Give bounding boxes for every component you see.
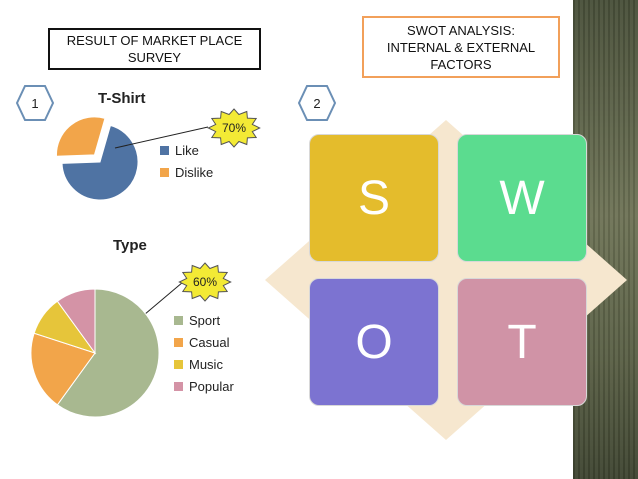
tshirt-legend-swatch [160, 145, 169, 155]
swot-title-line-1: SWOT ANALYSIS: [407, 22, 515, 38]
swot-title-line-2: INTERNAL & EXTERNAL [386, 39, 536, 55]
type-legend-item-popular: Popular [174, 375, 234, 397]
tshirt-legend-swatch [160, 167, 169, 177]
swot-opportunities-cell: O [309, 278, 439, 406]
tshirt-legend-label: Like [175, 142, 199, 158]
callout-burst-70: 70% [207, 108, 261, 148]
tshirt-legend-item-dislike: Dislike [160, 161, 213, 183]
swot-strengths-cell: S [309, 134, 439, 262]
swot-threats-cell: T [457, 278, 587, 406]
badge-1-label: 1 [31, 96, 38, 111]
type-slice-sport [56, 288, 160, 418]
swot-opportunities-letter: O [355, 315, 393, 369]
survey-title-box: RESULT OF MARKET PLACE SURVEY [48, 28, 261, 70]
type-legend-item-sport: Sport [174, 309, 234, 331]
type-legend-swatch [174, 337, 183, 347]
type-legend-label: Casual [189, 334, 230, 350]
tshirt-chart-title: T-Shirt [98, 90, 146, 107]
type-slice-popular [56, 288, 96, 355]
type-legend-swatch [174, 315, 183, 325]
type-legend-label: Sport [189, 312, 221, 328]
type-legend-label: Popular [189, 378, 234, 394]
type-legend-item-casual: Casual [174, 331, 234, 353]
swot-diagram: S W O T [265, 120, 627, 440]
swot-weaknesses-cell: W [457, 134, 587, 262]
callout-burst-60: 60% [178, 262, 232, 302]
tshirt-pie-chart [55, 116, 139, 201]
type-legend-label: Music [189, 356, 223, 372]
callout-70-label: 70% [222, 121, 246, 135]
swot-strengths-letter: S [357, 171, 390, 225]
survey-title-line-2: SURVEY [127, 50, 182, 65]
type-pie-chart [30, 288, 160, 418]
type-legend-swatch [174, 359, 183, 369]
tshirt-legend-label: Dislike [175, 164, 214, 180]
type-legend-item-music: Music [174, 353, 234, 375]
swot-title-box: SWOT ANALYSIS: INTERNAL & EXTERNAL FACTO… [362, 16, 560, 78]
callout-line-70 [114, 126, 209, 149]
type-chart-title: Type [113, 237, 147, 254]
tshirt-slice-dislike [55, 116, 106, 157]
type-slice-casual [30, 332, 96, 406]
section-1-badge: 1 [15, 85, 55, 121]
swot-title-line-3: FACTORS [430, 56, 492, 72]
tshirt-legend-item-like: Like [160, 139, 213, 161]
badge-2-label: 2 [313, 96, 320, 111]
swot-weaknesses-letter: W [499, 171, 545, 225]
survey-title-line-1: RESULT OF MARKET PLACE [66, 33, 243, 48]
section-2-badge: 2 [297, 85, 337, 121]
tshirt-slice-like [61, 124, 139, 201]
type-legend-swatch [174, 381, 183, 391]
callout-60-label: 60% [193, 275, 217, 289]
swot-threats-letter: T [507, 315, 537, 369]
